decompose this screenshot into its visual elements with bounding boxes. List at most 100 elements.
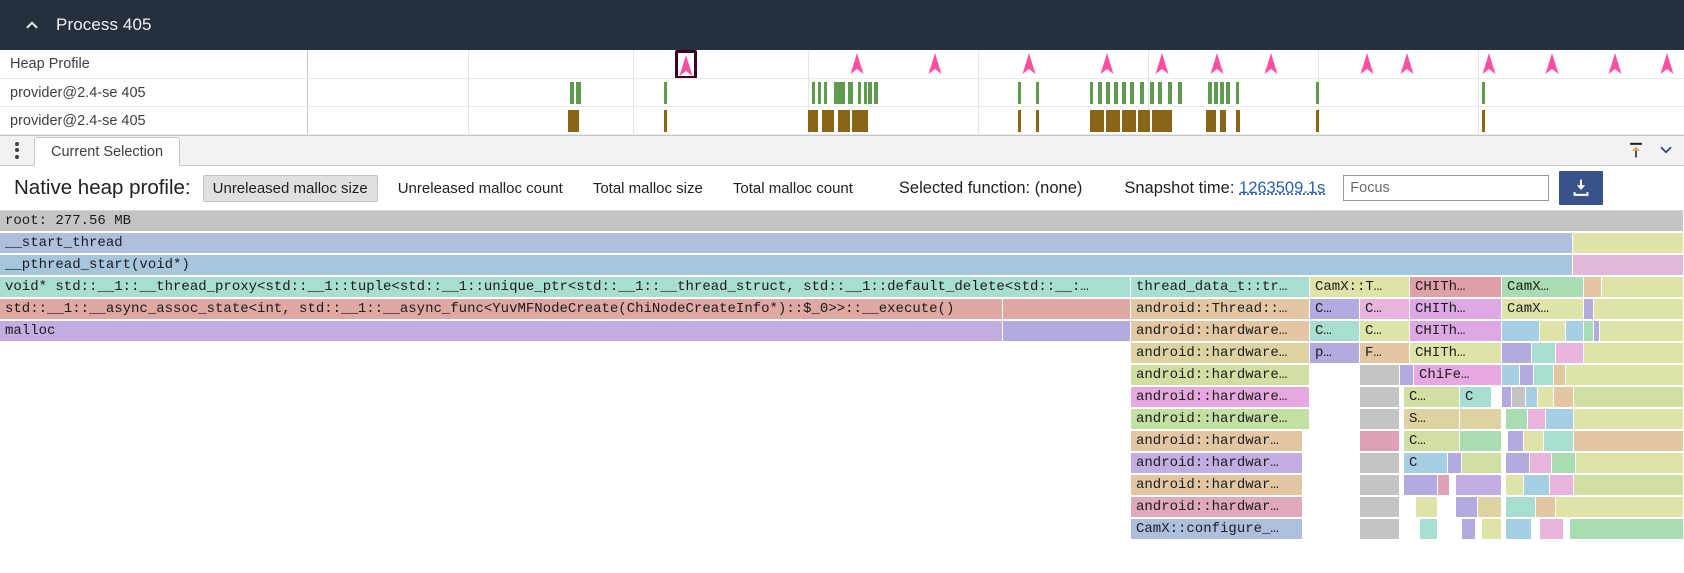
counter-tick[interactable]: [818, 82, 821, 104]
heap-profile-marker[interactable]: [1210, 53, 1226, 76]
flamegraph-node[interactable]: [1506, 453, 1530, 473]
counter-tick[interactable]: [1164, 110, 1172, 132]
mode-total-malloc-size[interactable]: Total malloc size: [592, 179, 703, 197]
flamegraph-node[interactable]: [1573, 255, 1684, 275]
flamegraph-node[interactable]: [1528, 409, 1546, 429]
flamegraph-node[interactable]: CamX…: [1502, 299, 1584, 319]
flamegraph-root-node[interactable]: root: 277.56 MB: [0, 211, 1684, 231]
counter-tick[interactable]: [1226, 82, 1230, 104]
track-shell-heap-profile[interactable]: Heap Profile: [0, 50, 308, 78]
focus-input[interactable]: [1343, 175, 1550, 201]
flamegraph-node[interactable]: [1400, 365, 1414, 385]
counter-tick[interactable]: [858, 82, 861, 104]
flamegraph-node[interactable]: [1502, 321, 1540, 341]
flamegraph-node[interactable]: [1524, 431, 1544, 451]
flamegraph-node[interactable]: [1460, 431, 1502, 451]
flamegraph-node[interactable]: C: [1404, 453, 1448, 473]
track-canvas-heap-profile[interactable]: [308, 50, 1684, 78]
heap-profile-marker[interactable]: [1022, 53, 1038, 76]
flamegraph-node[interactable]: CHITh…: [1410, 343, 1502, 363]
heap-profile-marker[interactable]: [1400, 53, 1416, 76]
counter-tick[interactable]: [848, 82, 853, 104]
flamegraph-node[interactable]: [1600, 321, 1684, 341]
mode-unreleased-malloc-count[interactable]: Unreleased malloc count: [397, 179, 563, 197]
flamegraph-node[interactable]: [1538, 387, 1554, 407]
flamegraph-node[interactable]: C…: [1360, 299, 1410, 319]
flamegraph-node[interactable]: [1512, 387, 1526, 407]
heap-profile-marker-selected[interactable]: [675, 50, 697, 78]
flamegraph-node[interactable]: [1508, 431, 1524, 451]
flamegraph-node[interactable]: [1360, 453, 1400, 473]
flamegraph-node[interactable]: [1534, 365, 1554, 385]
flamegraph-node[interactable]: CamX::T…: [1310, 277, 1410, 297]
counter-tick[interactable]: [1152, 110, 1164, 132]
flamegraph-node[interactable]: [1360, 365, 1400, 385]
flamegraph-node[interactable]: std::__1::__async_assoc_state<int, std::…: [0, 299, 1003, 319]
flamegraph-node[interactable]: [1462, 519, 1476, 539]
flamegraph-node[interactable]: android::hardware…: [1131, 321, 1310, 341]
flamegraph-node[interactable]: [1502, 343, 1532, 363]
flamegraph-node[interactable]: [1462, 453, 1502, 473]
counter-tick[interactable]: [576, 82, 581, 104]
flamegraph-node[interactable]: p…: [1310, 343, 1360, 363]
flamegraph-node[interactable]: [1584, 343, 1684, 363]
flamegraph-node[interactable]: [1438, 475, 1450, 495]
flamegraph-node[interactable]: [1532, 343, 1556, 363]
flamegraph-node[interactable]: [1360, 519, 1400, 539]
counter-tick[interactable]: [834, 82, 845, 104]
flamegraph-node[interactable]: [1506, 519, 1532, 539]
counter-tick[interactable]: [824, 82, 827, 104]
counter-tick[interactable]: [1106, 110, 1120, 132]
flamegraph-node[interactable]: [1554, 365, 1566, 385]
flamegraph-node[interactable]: [1566, 365, 1684, 385]
flamegraph-node[interactable]: android::hardwar…: [1131, 431, 1303, 451]
flamegraph-node[interactable]: [1003, 321, 1131, 341]
flamegraph-node[interactable]: [1456, 497, 1478, 517]
flamegraph-node[interactable]: [1502, 365, 1520, 385]
flamegraph-node[interactable]: [1460, 409, 1502, 429]
counter-tick[interactable]: [1482, 82, 1485, 104]
heap-profile-marker[interactable]: [1608, 53, 1624, 76]
flamegraph-node[interactable]: CHITh…: [1410, 299, 1502, 319]
counter-tick[interactable]: [1122, 82, 1126, 104]
more-vertical-icon[interactable]: [0, 135, 34, 165]
heap-profile-marker[interactable]: [850, 53, 866, 76]
heap-profile-marker[interactable]: [1100, 53, 1116, 76]
flamegraph-node[interactable]: [1552, 453, 1576, 473]
counter-tick[interactable]: [838, 110, 850, 132]
flamegraph-node[interactable]: CHITh…: [1410, 277, 1502, 297]
flamegraph-node[interactable]: android::hardware…: [1131, 365, 1310, 385]
heap-profile-marker[interactable]: [1545, 53, 1561, 76]
counter-tick[interactable]: [1036, 82, 1039, 104]
flamegraph-node[interactable]: [1544, 431, 1574, 451]
flamegraph-node[interactable]: [1554, 387, 1574, 407]
flamegraph-node[interactable]: [1360, 409, 1400, 429]
counter-tick[interactable]: [1482, 110, 1485, 132]
flamegraph-node[interactable]: [1574, 387, 1684, 407]
counter-tick[interactable]: [1122, 110, 1136, 132]
flamegraph-node[interactable]: [1570, 519, 1684, 539]
flamegraph-node[interactable]: android::Thread::…: [1131, 299, 1310, 319]
counter-tick[interactable]: [664, 110, 667, 132]
counter-tick[interactable]: [812, 82, 815, 104]
counter-tick[interactable]: [852, 110, 868, 132]
counter-tick[interactable]: [1106, 82, 1110, 104]
heap-profile-marker[interactable]: [1660, 53, 1676, 76]
flamegraph-node[interactable]: malloc: [0, 321, 1003, 341]
counter-tick[interactable]: [568, 110, 579, 132]
heap-profile-marker[interactable]: [928, 53, 944, 76]
counter-tick[interactable]: [1140, 82, 1144, 104]
flamegraph-node[interactable]: [1550, 475, 1574, 495]
flamegraph-node[interactable]: android::hardwar…: [1131, 475, 1303, 495]
track-row[interactable]: Heap Profile: [0, 50, 1684, 79]
flamegraph-node[interactable]: [1573, 233, 1684, 253]
flamegraph-node[interactable]: android::hardware…: [1131, 387, 1310, 407]
flamegraph-node[interactable]: [1540, 519, 1564, 539]
counter-tick[interactable]: [1138, 110, 1150, 132]
flamegraph-node[interactable]: F…: [1360, 343, 1410, 363]
flamegraph-node[interactable]: [1478, 497, 1502, 517]
download-icon[interactable]: [1559, 171, 1604, 205]
flamegraph-node[interactable]: [1506, 497, 1536, 517]
flamegraph-canvas[interactable]: root: 277.56 MB__start_thread__pthread_s…: [0, 211, 1684, 573]
flamegraph-node[interactable]: [1360, 431, 1400, 451]
